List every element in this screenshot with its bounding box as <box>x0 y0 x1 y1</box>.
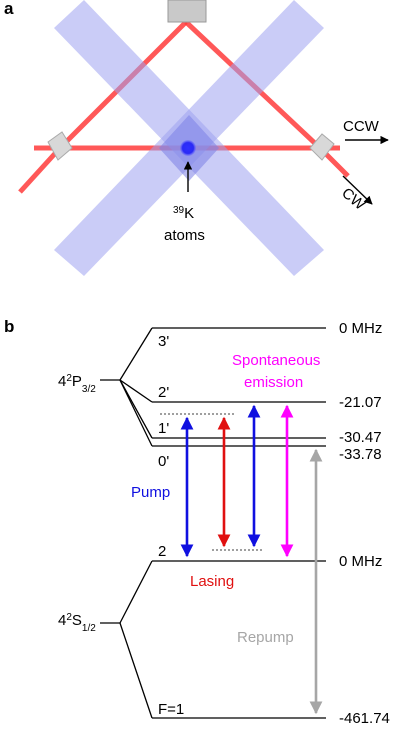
atoms-word-label: atoms <box>164 227 205 244</box>
level-0prime-label: 0' <box>158 453 169 470</box>
freq-F2: 0 MHz <box>339 553 382 570</box>
right-mirror <box>309 133 335 161</box>
level-1prime-label: 1' <box>158 420 169 437</box>
cw-label: CW <box>338 185 369 215</box>
panel-b: b 42P3/2 42S1/2 3' 2' 1' 0' <box>4 317 390 727</box>
laser-beam-leak-left <box>18 146 62 194</box>
excited-state-label: 42P3/2 <box>58 373 96 395</box>
panel-a-letter: a <box>4 0 14 18</box>
spontaneous-emission-label-line1: Spontaneous <box>232 352 320 369</box>
panel-b-letter: b <box>4 317 14 336</box>
ccw-label: CCW <box>343 118 380 135</box>
atom-cloud <box>180 140 196 156</box>
freq-1prime: -30.47 <box>339 429 382 446</box>
level-3prime-label: 3' <box>158 333 169 350</box>
freq-2prime: -21.07 <box>339 394 382 411</box>
spontaneous-emission-label-line2: emission <box>244 374 303 391</box>
ground-state-label: 42S1/2 <box>58 612 96 634</box>
freq-3prime: 0 MHz <box>339 320 382 337</box>
level-F2-label: 2 <box>158 543 166 560</box>
repump-label: Repump <box>237 629 294 646</box>
energy-level-lines <box>100 327 153 719</box>
left-mirror <box>47 131 73 161</box>
freq-F1: -461.74 <box>339 710 390 727</box>
level-2prime-label: 2' <box>158 384 169 401</box>
atoms-species-label: 39K <box>173 205 194 223</box>
lasing-label: Lasing <box>190 573 234 590</box>
level-F1-label: F=1 <box>158 701 184 718</box>
panel-a: a 39K atoms <box>4 0 389 276</box>
freq-0prime: -33.78 <box>339 446 382 463</box>
top-mirror <box>167 0 207 23</box>
cw-arrow <box>342 175 373 205</box>
pump-label: Pump <box>131 484 170 501</box>
